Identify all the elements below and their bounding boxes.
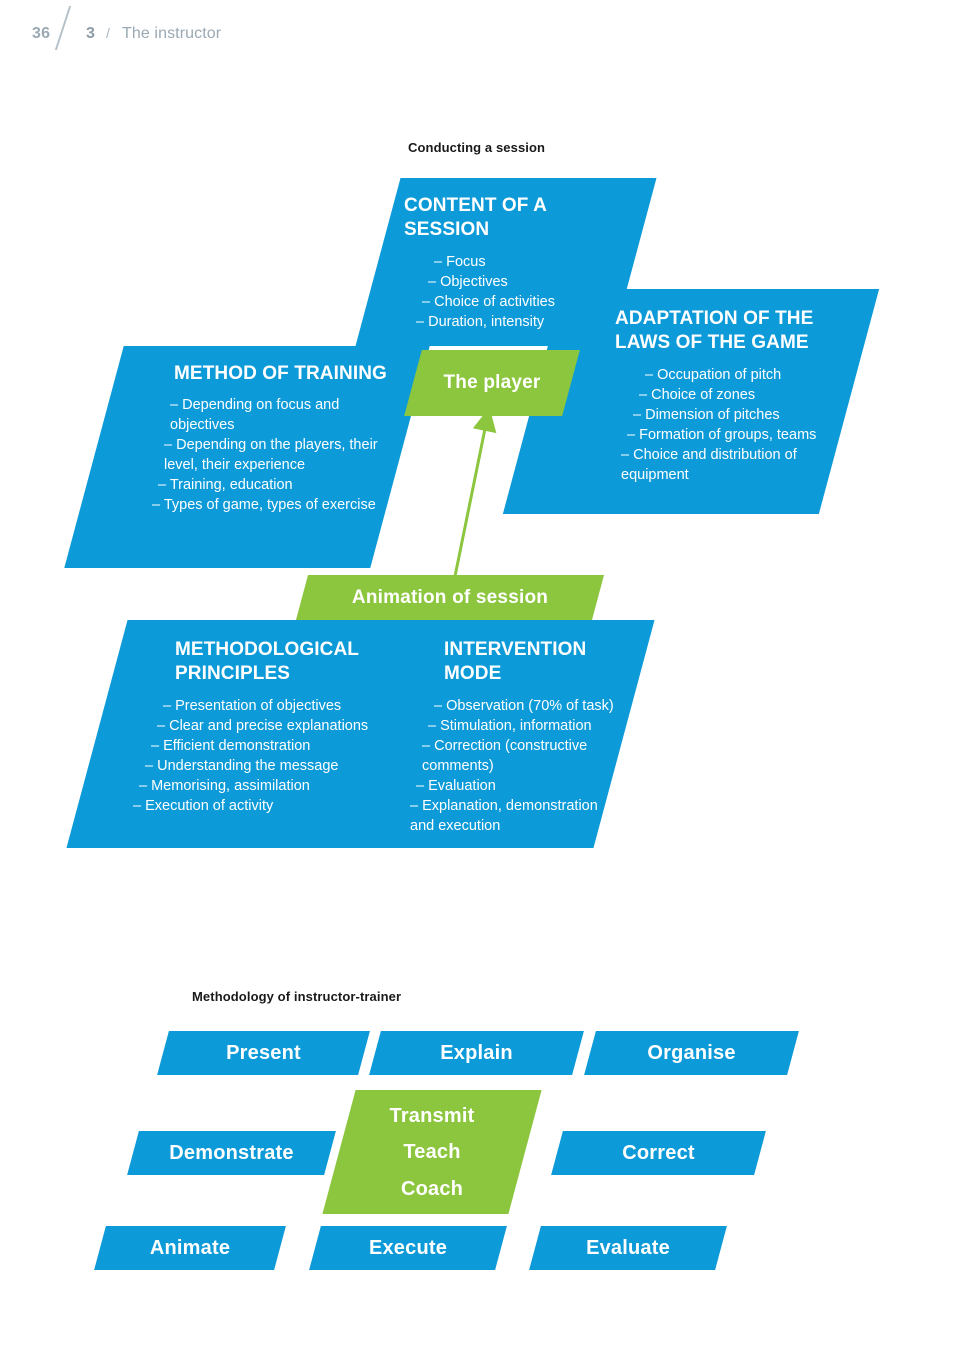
chapter-title: The instructor: [122, 25, 222, 42]
card-title: CONTENT OF A SESSION: [404, 195, 547, 241]
chip-label: Correct: [622, 1141, 695, 1164]
methodology-of-instructor-trainer-caption: Methodology of instructor-trainer: [192, 989, 402, 1004]
list-item: – Understanding the message: [145, 757, 339, 774]
conducting-a-session-caption: Conducting a session: [408, 140, 546, 155]
card-bullet-list: – Occupation of pitch – Choice of zones …: [615, 365, 849, 485]
list-item: – Dimension of pitches: [633, 406, 780, 423]
list-item: – Efficient demonstration: [151, 737, 311, 754]
chip-label-group: Transmit Teach Coach: [339, 1090, 525, 1214]
card-bullet-list: – Depending on focus and objectives – De…: [140, 395, 400, 515]
list-item: – Choice of activities: [422, 293, 555, 310]
list-item: – Stimulation, information: [428, 717, 592, 734]
chip-label-line: Teach: [403, 1141, 461, 1163]
animation-to-player-arrow-icon: [450, 407, 497, 592]
list-item: – Focus: [434, 253, 486, 270]
card-methodological-principles: METHODOLOGICAL PRINCIPLES – Presentation…: [66, 620, 410, 848]
card-adaptation-of-the-laws-of-the-game: ADAPTATION OF THE LAWS OF THE GAME – Occ…: [502, 289, 880, 514]
list-item: – Training, education: [158, 477, 293, 494]
chip-label: Execute: [368, 1236, 448, 1259]
chip-execute: Execute: [309, 1226, 507, 1270]
chip-explain: Explain: [369, 1031, 584, 1075]
list-item: – Depending on focus and objectives: [170, 397, 340, 434]
chip-label: Present: [226, 1041, 301, 1064]
band-animation-of-session: Animation of session: [295, 575, 605, 620]
header-slash-divider: [54, 6, 72, 50]
list-item: – Execution of activity: [133, 797, 274, 814]
list-item: – Choice of zones: [639, 386, 756, 403]
list-item: – Choice and distribution of equipment: [621, 446, 797, 483]
list-item: – Objectives: [428, 273, 508, 290]
card-bullet-list: – Focus – Objectives – Choice of activit…: [404, 252, 634, 332]
card-title: METHODOLOGICAL PRINCIPLES: [175, 639, 359, 685]
list-item: – Depending on the players, their level,…: [164, 437, 378, 474]
band-the-player: The player: [404, 350, 580, 416]
chip-transmit-teach-coach: Transmit Teach Coach: [322, 1090, 542, 1214]
list-item: – Memorising, assimilation: [139, 777, 310, 794]
chip-label: Animate: [149, 1236, 231, 1259]
chip-demonstrate: Demonstrate: [127, 1131, 336, 1175]
chip-label: Evaluate: [586, 1236, 670, 1259]
list-item: – Types of game, types of exercise: [152, 497, 376, 514]
band-label: Animation of session: [351, 586, 549, 608]
list-item: – Presentation of objectives: [163, 697, 342, 714]
card-title: METHOD OF TRAINING: [174, 363, 387, 384]
chip-evaluate: Evaluate: [529, 1226, 727, 1270]
list-item: – Occupation of pitch: [645, 366, 782, 383]
card-method-of-training: METHOD OF TRAINING – Depending on focus …: [64, 346, 430, 568]
list-item: – Correction (constructive comments): [422, 737, 588, 774]
chip-present: Present: [157, 1031, 370, 1075]
header-separator: /: [106, 25, 110, 41]
page-header: 36 3 / The instructor: [0, 0, 959, 64]
list-item: – Clear and precise explanations: [157, 717, 369, 734]
chip-label-line: Transmit: [389, 1104, 475, 1127]
chip-correct: Correct: [551, 1131, 766, 1175]
card-bullet-list: – Presentation of objectives – Clear and…: [133, 696, 379, 816]
band-label: The player: [443, 372, 541, 393]
card-intervention-mode: INTERVENTION MODE – Observation (70% of …: [339, 620, 655, 848]
list-item: – Observation (70% of task): [434, 697, 614, 714]
chip-label: Demonstrate: [169, 1141, 294, 1164]
chapter-number: 3: [86, 25, 95, 42]
card-title: ADAPTATION OF THE LAWS OF THE GAME: [615, 308, 814, 354]
chip-label: Organise: [647, 1041, 736, 1064]
list-item: – Evaluation: [416, 777, 496, 794]
chip-label-line: Coach: [400, 1177, 464, 1200]
card-bullet-list: – Observation (70% of task) – Stimulatio…: [404, 696, 624, 836]
list-item: – Formation of groups, teams: [627, 426, 817, 443]
chip-animate: Animate: [94, 1226, 286, 1270]
page-number: 36: [32, 25, 51, 42]
card-content-of-a-session: CONTENT OF A SESSION – Focus – Objective…: [355, 178, 657, 346]
list-item: – Explanation, demonstration and executi…: [410, 797, 598, 834]
list-item: – Duration, intensity: [416, 313, 545, 330]
chip-organise: Organise: [584, 1031, 799, 1075]
chip-label: Explain: [440, 1041, 513, 1064]
card-title: INTERVENTION MODE: [444, 639, 587, 685]
